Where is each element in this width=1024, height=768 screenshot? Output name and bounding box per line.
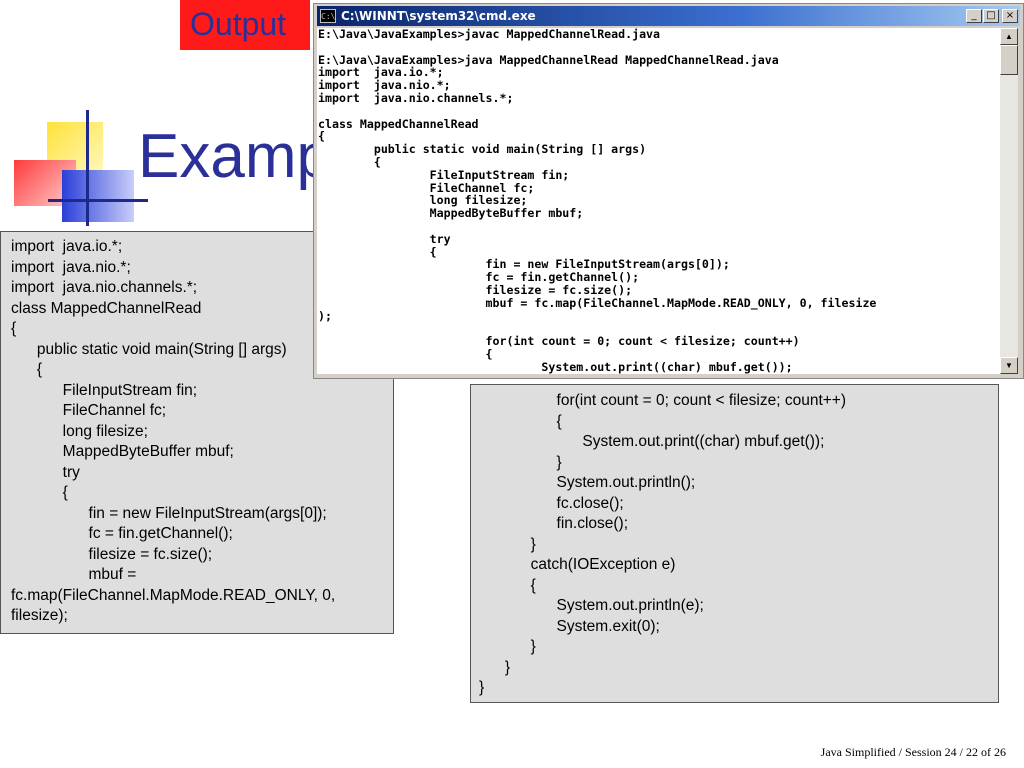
code-line: FileInputStream fin; [11,381,198,399]
code-line: long filesize; [11,422,148,440]
code-line: import java.io.*; [318,65,444,80]
code-line: mbuf = fc.map(FileChannel.MapMode.READ_O… [318,295,877,310]
code-line: catch(IOException e) [479,556,676,573]
code-line: FileInputStream fin; [318,167,570,182]
code-line: public static void main(String [] args) [11,340,287,358]
code-line: { [11,361,43,378]
code-line: filesize); [11,607,68,624]
code-line: import java.nio.*; [11,258,131,276]
code-line: { [479,576,536,594]
right-code-panel: for(int count = 0; count < filesize; cou… [470,384,999,703]
code-line: } [479,638,536,655]
close-button[interactable]: × [1002,9,1018,23]
scrollbar-thumb[interactable] [1000,45,1018,75]
minimize-button[interactable]: _ [966,9,982,23]
output-label-box [180,0,310,50]
code-line: class MappedChannelRead [318,116,479,131]
code-line: import java.io.*; [11,238,123,255]
code-line: } [479,453,562,471]
maximize-button[interactable]: □ [983,9,999,23]
code-line: fin = new FileInputStream(args[0]); [11,504,327,522]
code-line: { [479,412,562,430]
code-line: long filesize; [318,193,528,208]
cmd-window-title: C:\WINNT\system32\cmd.exe [341,9,536,23]
code-line: for(int count = 0; count < filesize; cou… [479,392,847,409]
code-line: fin = new FileInputStream(args[0]); [318,257,730,272]
code-line: { [11,320,17,337]
code-line: System.out.print((char) mbuf.get()); [318,359,793,374]
code-line: for(int count = 0; count < filesize; cou… [318,334,800,349]
code-line: filesize = fc.size(); [318,283,633,297]
cmd-window-icon[interactable]: C:\ [320,9,336,23]
code-line: } [479,679,485,696]
code-line: class MappedChannelRead [11,299,202,317]
code-line: ); [318,308,332,323]
code-line: { [11,484,68,501]
code-line: public static void main(String [] args) [318,142,647,157]
output-label: Output [190,6,287,42]
code-line: System.out.print((char) mbuf.get()); [479,433,825,450]
code-line: import java.nio.channels.*; [11,279,198,296]
scroll-up-arrow-icon[interactable]: ▲ [1000,28,1018,45]
decor-blue-square [62,170,134,222]
code-line: import java.nio.channels.*; [318,91,514,105]
code-line: fin.close(); [479,515,629,532]
code-line: System.exit(0); [479,617,660,635]
code-line: { [318,347,493,361]
slide-footer: Java Simplified / Session 24 / 22 of 26 [820,745,1006,759]
code-line: { [318,244,437,259]
code-line: fc.map(FileChannel.MapMode.READ_ONLY, 0, [11,586,336,604]
code-line: try [318,231,451,246]
code-line: fc = fin.getChannel(); [318,270,640,285]
code-line: mbuf = [11,566,137,583]
code-line: try [11,463,80,481]
decor-vertical-line [86,110,89,226]
code-line: MappedByteBuffer mbuf; [11,443,234,460]
code-line: System.out.println(e); [479,597,704,614]
cmd-vertical-scrollbar[interactable]: ▲ ▼ [1000,28,1018,374]
code-line: System.out.println(); [479,474,696,491]
code-line: import java.nio.*; [318,78,451,93]
code-line: fc.close(); [479,494,624,512]
cmd-window[interactable]: C:\ C:\WINNT\system32\cmd.exe _ □ × E:\J… [313,3,1024,379]
code-line: FileChannel fc; [318,180,535,195]
scroll-down-arrow-icon[interactable]: ▼ [1000,357,1018,374]
decor-horizontal-line [48,199,148,202]
code-line: FileChannel fc; [11,402,167,419]
code-line: } [479,535,536,553]
cmd-console-output[interactable]: E:\Java\JavaExamples>javac MappedChannel… [317,28,1000,374]
code-line: { [318,155,381,169]
code-line: filesize = fc.size(); [11,545,213,563]
slide-title: Examp [138,122,331,191]
code-line: { [318,129,325,144]
code-line: MappedByteBuffer mbuf; [318,206,584,221]
code-line: E:\Java\JavaExamples>javac MappedChannel… [318,28,661,41]
cmd-titlebar[interactable]: C:\ C:\WINNT\system32\cmd.exe _ □ × [317,6,1020,26]
code-line: E:\Java\JavaExamples>java MappedChannelR… [318,52,779,67]
code-line: fc = fin.getChannel(); [11,525,233,542]
code-line: } [479,658,511,676]
